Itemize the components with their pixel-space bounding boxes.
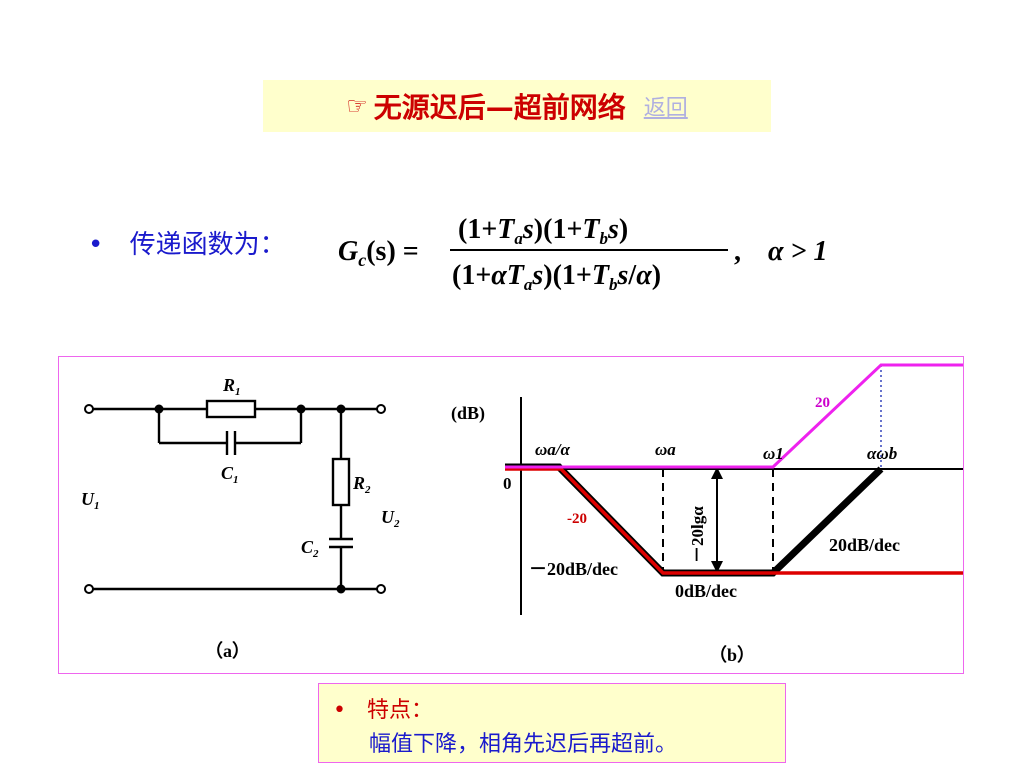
formula-numerator: (1+Tas)(1+Tbs) bbox=[458, 214, 628, 248]
figure-svg: R1 C1 R2 C2 U1 U2 （a） (dB) 0 bbox=[81, 363, 963, 665]
gap-arrow-head-down bbox=[711, 561, 723, 573]
label-w1: ω1 bbox=[763, 444, 784, 463]
transfer-function-label: 传递函数为： bbox=[129, 230, 286, 260]
transfer-function-line: • 传递函数为： bbox=[88, 224, 286, 261]
node-3 bbox=[336, 404, 346, 414]
note-bullet: • bbox=[333, 698, 346, 723]
label-left-slope: －20dB/dec bbox=[529, 559, 618, 579]
formula-denominator: (1+αTas)(1+Tbs/α) bbox=[452, 260, 661, 294]
feature-heading-row: • 特点： bbox=[333, 692, 785, 724]
circuit-labels: R1 C1 R2 C2 U1 U2 bbox=[81, 375, 400, 560]
transfer-function-formula: Gc(s) = (1+Tas)(1+Tbs) (1+αTas)(1+Tbs/α)… bbox=[338, 214, 827, 294]
circuit-terminals bbox=[84, 404, 386, 594]
terminal-in-bottom bbox=[84, 584, 94, 594]
caption-a: （a） bbox=[205, 641, 250, 661]
feature-note-box: • 特点： 幅值下降，相角先迟后再超前。 bbox=[318, 683, 786, 763]
bullet-dot: • bbox=[88, 230, 104, 260]
gap-arrow-head-up bbox=[711, 467, 723, 479]
bode-axes bbox=[505, 397, 963, 615]
label-gap: －20lgα bbox=[688, 506, 707, 563]
node-4 bbox=[336, 584, 346, 594]
terminal-out-bottom bbox=[376, 584, 386, 594]
terminal-out-top bbox=[376, 404, 386, 414]
label-r2: R2 bbox=[352, 473, 371, 496]
resistor-r2 bbox=[331, 457, 351, 507]
note-text: 幅值下降，相角先迟后再超前。 bbox=[369, 732, 678, 757]
caption-b: （b） bbox=[709, 645, 755, 665]
note-heading: 特点： bbox=[366, 698, 433, 723]
bode-dashed-markers bbox=[662, 469, 774, 573]
slide-title: 无源迟后—超前网络 bbox=[373, 91, 626, 124]
label-mid-slope: 0dB/dec bbox=[675, 581, 737, 601]
label-wa: ωa bbox=[655, 440, 676, 459]
label-wa-alpha: ωa/α bbox=[535, 440, 571, 459]
bode-red-curve bbox=[505, 467, 963, 575]
label-slope-up: 20 bbox=[815, 395, 830, 411]
label-awb: αωb bbox=[867, 444, 897, 463]
bode-freq-labels: ωa/α ωa ω1 αωb bbox=[535, 440, 897, 463]
label-u1: U1 bbox=[81, 489, 100, 512]
label-right-slope: 20dB/dec bbox=[829, 535, 900, 555]
node-2 bbox=[296, 404, 306, 414]
figure-frame: R1 C1 R2 C2 U1 U2 （a） (dB) 0 bbox=[58, 356, 964, 674]
label-u2: U2 bbox=[381, 507, 400, 530]
circuit-nodes bbox=[154, 404, 346, 594]
label-c2: C2 bbox=[301, 537, 319, 560]
bode-magenta-curve bbox=[505, 363, 963, 469]
label-r1: R1 bbox=[222, 375, 241, 398]
resistor-r1 bbox=[205, 399, 257, 419]
node-1 bbox=[154, 404, 164, 414]
pointing-hand-icon: ☞ bbox=[346, 92, 368, 120]
back-link[interactable]: 返回 bbox=[643, 96, 688, 121]
terminal-in-top bbox=[84, 404, 94, 414]
formula-condition: α > 1 bbox=[768, 236, 827, 267]
formula-comma: , bbox=[734, 236, 741, 267]
bode-zero: 0 bbox=[503, 474, 512, 493]
circuit-diagram bbox=[91, 399, 379, 591]
slide-title-box: ☞ 无源迟后—超前网络 返回 bbox=[263, 80, 771, 132]
formula-lhs: Gc(s) = bbox=[338, 236, 419, 270]
bode-ylabel: (dB) bbox=[451, 403, 485, 424]
label-c1: C1 bbox=[221, 463, 239, 486]
label-slope-down: -20 bbox=[567, 511, 587, 527]
